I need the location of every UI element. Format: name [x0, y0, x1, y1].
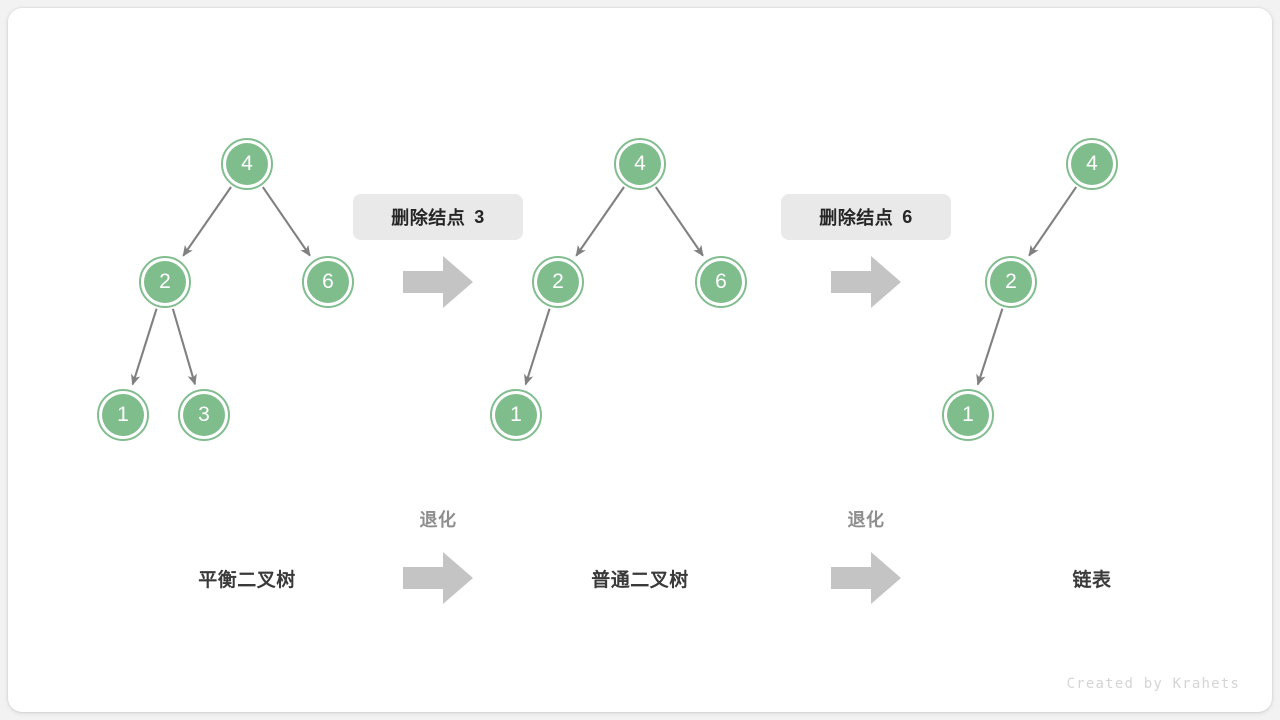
- stage-caption: 普通二叉树: [591, 570, 689, 591]
- tree-edge: [171, 308, 197, 386]
- tree-edge: [575, 186, 625, 257]
- stage-caption: 平衡二叉树: [198, 570, 296, 591]
- transition-arrow-bottom: [831, 552, 901, 604]
- tree-node-label: 4: [619, 143, 661, 185]
- transition-arrow-bottom: [403, 552, 473, 604]
- tree-node-label: 4: [1071, 143, 1113, 185]
- tree-edge: [654, 186, 704, 257]
- tree-node: 2: [532, 256, 584, 308]
- tree-node: 2: [985, 256, 1037, 308]
- operation-chip: 删除结点 6: [781, 194, 951, 240]
- tree-node-label: 4: [226, 143, 268, 185]
- tree-node-label: 2: [990, 261, 1032, 303]
- tree-node: 3: [178, 389, 230, 441]
- figure-card: [8, 8, 1272, 712]
- tree-edge: [1028, 186, 1078, 257]
- tree-node: 1: [942, 389, 994, 441]
- operation-chip-text: 删除结点: [391, 208, 466, 228]
- stage-caption: 链表: [1072, 570, 1112, 591]
- tree-node: 4: [1066, 138, 1118, 190]
- tree-edge: [182, 186, 232, 257]
- tree-edge: [131, 308, 158, 386]
- tree-node-label: 2: [144, 261, 186, 303]
- transition-sublabel: 退化: [419, 510, 457, 530]
- watermark: Created by Krahets: [1066, 676, 1240, 692]
- tree-node: 1: [490, 389, 542, 441]
- operation-chip-value: 6: [902, 206, 913, 227]
- tree-edge: [976, 308, 1004, 386]
- transition-arrow-top: [831, 256, 901, 308]
- tree-node-label: 1: [495, 394, 537, 436]
- tree-node-label: 2: [537, 261, 579, 303]
- tree-node: 2: [139, 256, 191, 308]
- tree-node: 6: [695, 256, 747, 308]
- tree-node: 1: [97, 389, 149, 441]
- tree-edge: [261, 186, 311, 257]
- operation-chip: 删除结点 3: [353, 194, 523, 240]
- tree-node-label: 3: [183, 394, 225, 436]
- operation-chip-text: 删除结点: [819, 208, 894, 228]
- transition-sublabel: 退化: [847, 510, 885, 530]
- tree-node: 6: [302, 256, 354, 308]
- tree-node-label: 1: [102, 394, 144, 436]
- tree-node: 4: [614, 138, 666, 190]
- tree-node-label: 1: [947, 394, 989, 436]
- tree-node: 4: [221, 138, 273, 190]
- tree-edge: [524, 308, 551, 386]
- tree-node-label: 6: [700, 261, 742, 303]
- operation-chip-value: 3: [474, 206, 485, 227]
- tree-node-label: 6: [307, 261, 349, 303]
- transition-arrow-top: [403, 256, 473, 308]
